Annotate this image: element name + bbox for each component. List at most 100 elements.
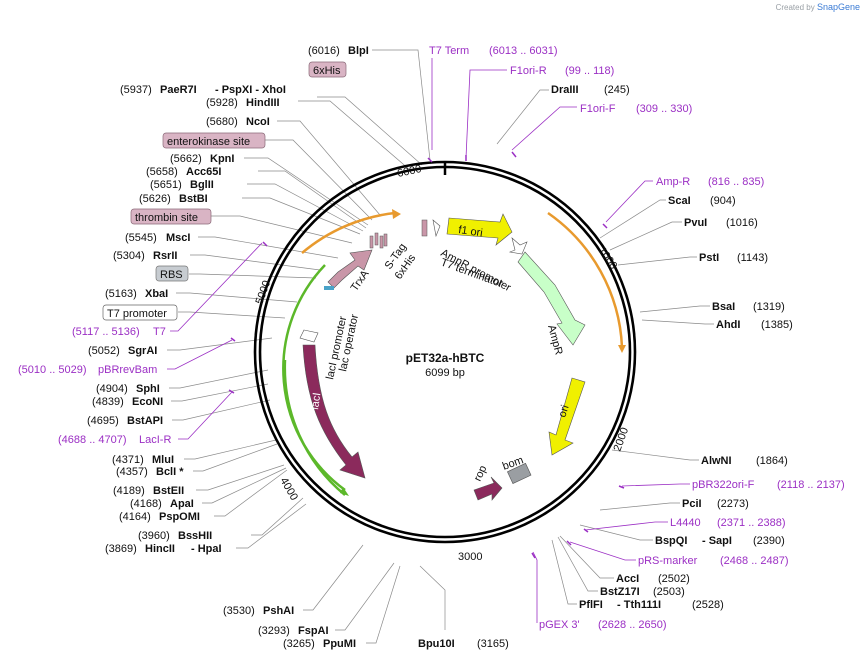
site-apai-pos: (4168) xyxy=(130,498,162,510)
site-sphi-pos: (4904) xyxy=(96,383,128,395)
site-bspqi-extra: - SapI xyxy=(702,535,732,547)
primer-leaders xyxy=(167,58,690,623)
site-alwni-name: AlwNI xyxy=(701,455,732,467)
boxed-enterokinase: enterokinase site xyxy=(162,132,266,149)
ampr-feature xyxy=(517,251,586,346)
site-mlui: (4371) MluI xyxy=(112,454,174,466)
site-pspomi-name: PspOMI xyxy=(159,511,200,523)
site-bsai-pos: (1319) xyxy=(753,301,785,313)
primer-pgex3-name: pGEX 3' xyxy=(539,619,580,631)
site-bcli: (4357) BclI * xyxy=(116,466,184,478)
site-sphi: (4904) SphI xyxy=(96,383,160,395)
site-fspai: (3293) FspAI xyxy=(258,625,329,637)
site-bpu10i: Bpu10I (3165) xyxy=(418,638,509,650)
site-bsshii: (3960) BssHII xyxy=(138,530,212,542)
orf-arc-right xyxy=(547,211,624,348)
tick-6000: 6000 xyxy=(396,163,422,180)
f1-ori-feature xyxy=(446,213,513,246)
site-acci-name: AccI xyxy=(616,573,639,585)
site-mlui-name: MluI xyxy=(152,454,174,466)
boxed-rbs: RBS xyxy=(155,265,189,282)
laci-label: lacI xyxy=(309,392,323,411)
site-rsrii: (5304) RsrII xyxy=(113,250,177,262)
ampr-promoter-feature xyxy=(508,237,528,255)
site-hincii-pos: (3869) xyxy=(105,543,137,555)
site-ahdi-name: AhdI xyxy=(716,319,740,331)
site-scai-pos: (904) xyxy=(710,195,736,207)
site-econi-name: EcoNI xyxy=(132,396,163,408)
site-hindiii-name: HindIII xyxy=(246,97,280,109)
site-pvui: PvuI (1016) xyxy=(684,217,758,229)
site-econi: (4839) EcoNI xyxy=(92,396,163,408)
primer-pbrrevbam-name: pBRrevBam xyxy=(98,364,157,376)
site-sgrai-pos: (5052) xyxy=(88,345,120,357)
site-hincii-extra: - HpaI xyxy=(191,543,222,555)
primer-f1orif: F1ori-F (309 .. 330) xyxy=(580,103,692,115)
tick-2000: 2000 xyxy=(612,426,632,453)
primer-ampr-range: (816 .. 835) xyxy=(708,176,764,188)
site-psti: PstI (1143) xyxy=(699,252,768,264)
site-rsrii-pos: (5304) xyxy=(113,250,145,262)
t7-promoter-mark xyxy=(324,286,334,290)
site-pcii: PciI (2273) xyxy=(682,498,749,510)
site-draiii-pos: (245) xyxy=(604,84,630,96)
primer-l4440-range: (2371 .. 2388) xyxy=(717,517,786,529)
primer-t7term: T7 Term (6013 .. 6031) xyxy=(429,45,558,57)
site-pflfi-name: PflFI xyxy=(579,599,603,611)
site-bsteii-name: BstEII xyxy=(153,485,184,497)
site-ahdi-pos: (1385) xyxy=(761,319,793,331)
site-msci: (5545) MscI xyxy=(125,232,190,244)
primer-laci-r-name: LacI-R xyxy=(139,434,171,446)
f1-ori-label: f1 ori xyxy=(458,224,484,239)
site-pspomi: (4164) PspOMI xyxy=(119,511,200,523)
site-bsai-name: BsaI xyxy=(712,301,735,313)
site-paer7i-pos: (5937) xyxy=(120,84,152,96)
site-bstbi-name: BstBI xyxy=(179,193,208,205)
site-fspai-name: FspAI xyxy=(298,625,329,637)
primer-pbr322-range: (2118 .. 2137) xyxy=(777,479,845,491)
site-bcli-name: BclI * xyxy=(156,466,184,478)
site-pflfi-pos: (2528) xyxy=(692,599,724,611)
boxed-t7promoter: T7 promoter xyxy=(102,304,178,321)
box-t7promoter-text: T7 promoter xyxy=(107,308,167,320)
primer-pbr322-name: pBR322ori-F xyxy=(692,479,755,491)
site-pcii-pos: (2273) xyxy=(717,498,749,510)
site-hincii: (3869) HincII - HpaI xyxy=(105,543,222,555)
plasmid-name: pET32a-hBTC xyxy=(406,351,485,365)
site-acc65i-name: Acc65I xyxy=(186,166,221,178)
site-fspai-pos: (3293) xyxy=(258,625,290,637)
site-bstapi-name: BstAPI xyxy=(127,415,163,427)
site-msci-pos: (5545) xyxy=(125,232,157,244)
site-pspomi-pos: (4164) xyxy=(119,511,151,523)
site-kpni-pos: (5662) xyxy=(170,153,202,165)
orf-arc-top-left xyxy=(301,211,396,254)
site-econi-pos: (4839) xyxy=(92,396,124,408)
site-bcli-pos: (4357) xyxy=(116,466,148,478)
site-pshai-pos: (3530) xyxy=(223,605,255,617)
boxed-thrombin: thrombin site xyxy=(130,208,212,225)
site-kpni-name: KpnI xyxy=(210,153,234,165)
site-blpi-name: BlpI xyxy=(348,45,369,57)
primer-t7term-name: T7 Term xyxy=(429,45,469,57)
site-bstbi-pos: (5626) xyxy=(139,193,171,205)
laci-feature xyxy=(302,344,366,479)
site-scai: ScaI (904) xyxy=(668,195,736,207)
site-ncoi-pos: (5680) xyxy=(206,116,238,128)
site-kpni: (5662) KpnI xyxy=(170,153,234,165)
primer-f1orir-range: (99 .. 118) xyxy=(565,65,614,77)
primer-l4440: L4440 (2371 .. 2388) xyxy=(670,517,786,529)
site-bglii: (5651) BglII xyxy=(150,179,214,191)
site-pvui-pos: (1016) xyxy=(726,217,758,229)
orf-arc-right-head xyxy=(618,345,626,353)
site-sgrai: (5052) SgrAI xyxy=(88,345,157,357)
site-paer7i: (5937) PaeR7I - PspXI - XhoI xyxy=(120,84,286,96)
plasmid-length: 6099 bp xyxy=(425,367,465,379)
primer-t7-name: T7 xyxy=(153,326,166,338)
site-draiii: DraIII (245) xyxy=(551,84,630,96)
site-apai-name: ApaI xyxy=(170,498,194,510)
site-bsteii-pos: (4189) xyxy=(113,485,145,497)
site-bsshii-name: BssHII xyxy=(178,530,212,542)
primer-pbrrevbam-range: (5010 .. 5029) xyxy=(18,364,87,376)
site-bpu10i-name: Bpu10I xyxy=(418,638,455,650)
primer-prs-name: pRS-marker xyxy=(638,555,698,567)
